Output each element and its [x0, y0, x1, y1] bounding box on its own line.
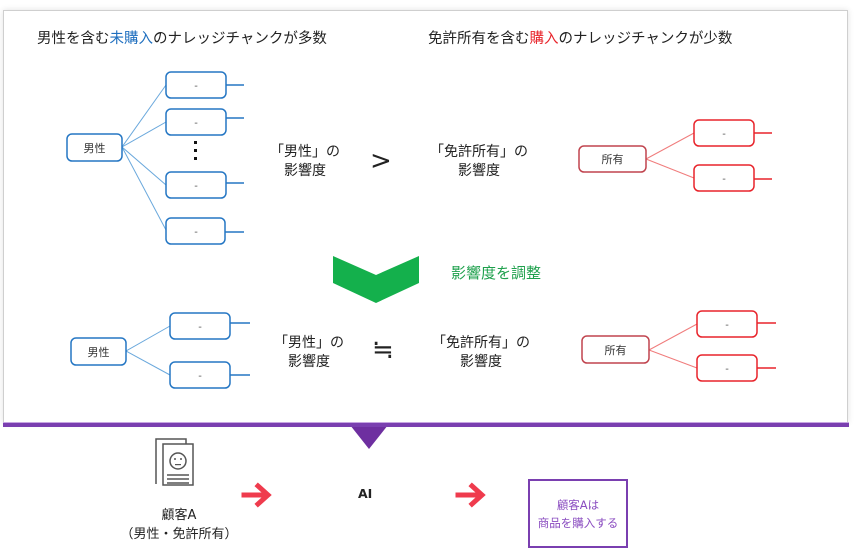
heading-left-highlight: 未購入 [109, 31, 154, 47]
customer-name: 顧客A [161, 508, 197, 523]
tree-child-node [165, 171, 227, 199]
tree-root-node [66, 133, 123, 162]
tree-child-node [693, 164, 755, 192]
tree-child-node [165, 108, 227, 136]
influence-line1: 「男性」の [270, 144, 340, 160]
ellipsis-icon [194, 141, 197, 160]
prediction-result-box: 顧客Aは 商品を購入する [528, 479, 628, 548]
tree-child-node [165, 217, 226, 245]
tree-child-label: - [722, 174, 726, 185]
influence-line1: 「男性」の [274, 335, 344, 351]
tree-child-node [696, 310, 758, 338]
influence-line1: 「免許所有」の [432, 335, 530, 351]
right-arrow-icon [455, 482, 486, 508]
right-arrow-icon [241, 482, 272, 508]
influence-line1: 「免許所有」の [430, 144, 528, 160]
tree-child-node [169, 312, 231, 340]
after-left-influence: 「男性」の 影響度 [274, 334, 344, 372]
influence-line2: 影響度 [284, 163, 326, 179]
influence-line2: 影響度 [460, 354, 502, 370]
down-triangle-icon [350, 425, 388, 449]
tree-child-label: - [198, 371, 202, 382]
heading-right-suffix: のナレッジチャンクが少数 [558, 31, 733, 47]
tree-child-label: - [725, 320, 729, 331]
influence-line2: 影響度 [458, 163, 500, 179]
heading-left-suffix: のナレッジチャンクが多数 [153, 31, 327, 47]
tree-child-label: - [725, 364, 729, 375]
tree-root-label: 所有 [605, 343, 627, 357]
result-line2: 商品を購入する [537, 515, 619, 530]
tree-root-label: 男性 [88, 345, 110, 359]
after-left-tree: 男性 - - [70, 312, 250, 389]
tree-root-node [581, 335, 650, 364]
heading-left: 男性を含む未購入のナレッジチャンクが多数 [37, 27, 327, 48]
before-right-influence: 「免許所有」の 影響度 [430, 143, 528, 181]
diagram-panel [3, 10, 848, 423]
greater-than-operator: > [370, 146, 392, 176]
tree-root-node [578, 145, 647, 173]
heading-right-highlight: 購入 [529, 31, 559, 47]
before-right-tree: 所有 - - [578, 119, 772, 192]
face-features [174, 458, 182, 466]
influence-line2: 影響度 [288, 354, 330, 370]
tree-child-label: - [722, 129, 726, 140]
result-line1: 顧客Aは [556, 497, 600, 512]
heading-left-prefix: 男性を含む [37, 31, 110, 47]
customer-attributes: （男性・免許所有） [120, 527, 238, 542]
customer-label: 顧客A （男性・免許所有） [119, 506, 239, 544]
tree-child-label: - [194, 181, 198, 192]
adjust-influence-label: 影響度を調整 [451, 264, 542, 282]
before-left-influence: 「男性」の 影響度 [270, 143, 340, 181]
after-right-tree: 所有 - - [581, 310, 776, 382]
ai-label: AI [358, 486, 373, 501]
before-left-tree: 男性 - - - - [66, 71, 244, 245]
heading-right: 免許所有を含む購入のナレッジチャンクが少数 [428, 27, 732, 48]
tree-root-label: 男性 [84, 141, 106, 155]
tree-child-label: - [194, 118, 198, 129]
section-divider [3, 422, 849, 427]
after-right-influence: 「免許所有」の 影響度 [432, 334, 530, 372]
chevron-down-icon [333, 256, 419, 303]
customer-profile-icon [155, 438, 194, 486]
tree-child-label: - [194, 227, 198, 238]
tree-child-label: - [194, 81, 198, 92]
tree-root-label: 所有 [602, 152, 624, 166]
approx-equal-operator: ≒ [372, 335, 394, 365]
tree-child-label: - [198, 322, 202, 333]
heading-right-prefix: 免許所有を含む [428, 31, 530, 47]
tree-root-node [70, 337, 127, 366]
